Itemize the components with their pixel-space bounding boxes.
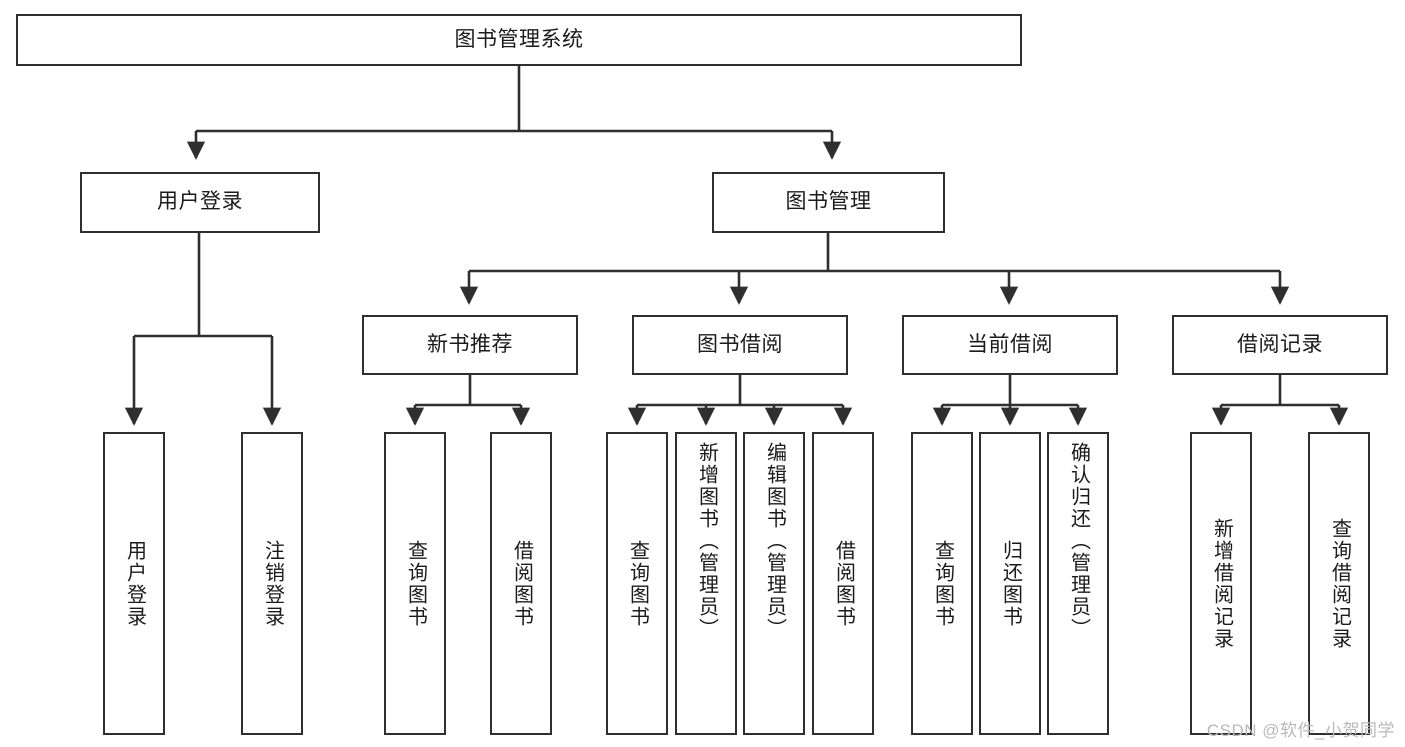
leaf-query-book-borrow-label: 查询图书 xyxy=(626,539,649,628)
node-current-borrow[interactable]: 当前借阅 xyxy=(902,315,1118,375)
leaf-add-book-admin-label: 新增图书（管理员） xyxy=(695,442,718,640)
leaf-query-book-current[interactable]: 查询图书 xyxy=(911,432,973,735)
leaf-confirm-return-admin-label: 确认归还（管理员） xyxy=(1067,442,1090,640)
leaf-borrow-book-label: 借阅图书 xyxy=(832,539,855,628)
leaf-borrow-book[interactable]: 借阅图书 xyxy=(812,432,874,735)
node-book-borrow-label: 图书借阅 xyxy=(697,332,783,356)
node-current-borrow-label: 当前借阅 xyxy=(967,332,1053,356)
leaf-user-login[interactable]: 用户登录 xyxy=(103,432,165,735)
leaf-add-borrow-record[interactable]: 新增借阅记录 xyxy=(1190,432,1252,735)
leaf-add-book-admin[interactable]: 新增图书（管理员） xyxy=(675,432,737,735)
leaf-logout-label: 注销登录 xyxy=(261,539,284,628)
node-book-management[interactable]: 图书管理 xyxy=(712,172,945,233)
leaf-borrow-book-recommend-label: 借阅图书 xyxy=(510,539,533,628)
leaf-return-book[interactable]: 归还图书 xyxy=(979,432,1041,735)
leaf-query-borrow-record[interactable]: 查询借阅记录 xyxy=(1308,432,1370,735)
node-borrow-record[interactable]: 借阅记录 xyxy=(1172,315,1388,375)
leaf-query-book-borrow[interactable]: 查询图书 xyxy=(606,432,668,735)
node-new-book-recommend[interactable]: 新书推荐 xyxy=(362,315,578,375)
leaf-return-book-label: 归还图书 xyxy=(999,539,1022,628)
node-book-borrow[interactable]: 图书借阅 xyxy=(632,315,848,375)
leaf-add-borrow-record-label: 新增借阅记录 xyxy=(1210,517,1233,650)
leaf-logout[interactable]: 注销登录 xyxy=(241,432,303,735)
node-user-login[interactable]: 用户登录 xyxy=(80,172,320,233)
leaf-edit-book-admin-label: 编辑图书（管理员） xyxy=(763,442,786,640)
node-root[interactable]: 图书管理系统 xyxy=(16,14,1022,66)
node-user-login-label: 用户登录 xyxy=(157,190,243,214)
leaf-query-book-recommend[interactable]: 查询图书 xyxy=(384,432,446,735)
leaf-edit-book-admin[interactable]: 编辑图书（管理员） xyxy=(743,432,805,735)
leaf-query-book-recommend-label: 查询图书 xyxy=(404,539,427,628)
leaf-borrow-book-recommend[interactable]: 借阅图书 xyxy=(490,432,552,735)
node-borrow-record-label: 借阅记录 xyxy=(1237,332,1323,356)
leaf-query-borrow-record-label: 查询借阅记录 xyxy=(1328,517,1351,650)
node-new-book-recommend-label: 新书推荐 xyxy=(427,332,513,356)
leaf-user-login-label: 用户登录 xyxy=(123,539,146,628)
leaf-confirm-return-admin[interactable]: 确认归还（管理员） xyxy=(1047,432,1109,735)
csdn-watermark: CSDN @软件_小贺同学 xyxy=(1206,721,1395,740)
node-root-label: 图书管理系统 xyxy=(454,27,584,51)
node-book-management-label: 图书管理 xyxy=(785,190,872,214)
leaf-query-book-current-label: 查询图书 xyxy=(931,539,954,628)
